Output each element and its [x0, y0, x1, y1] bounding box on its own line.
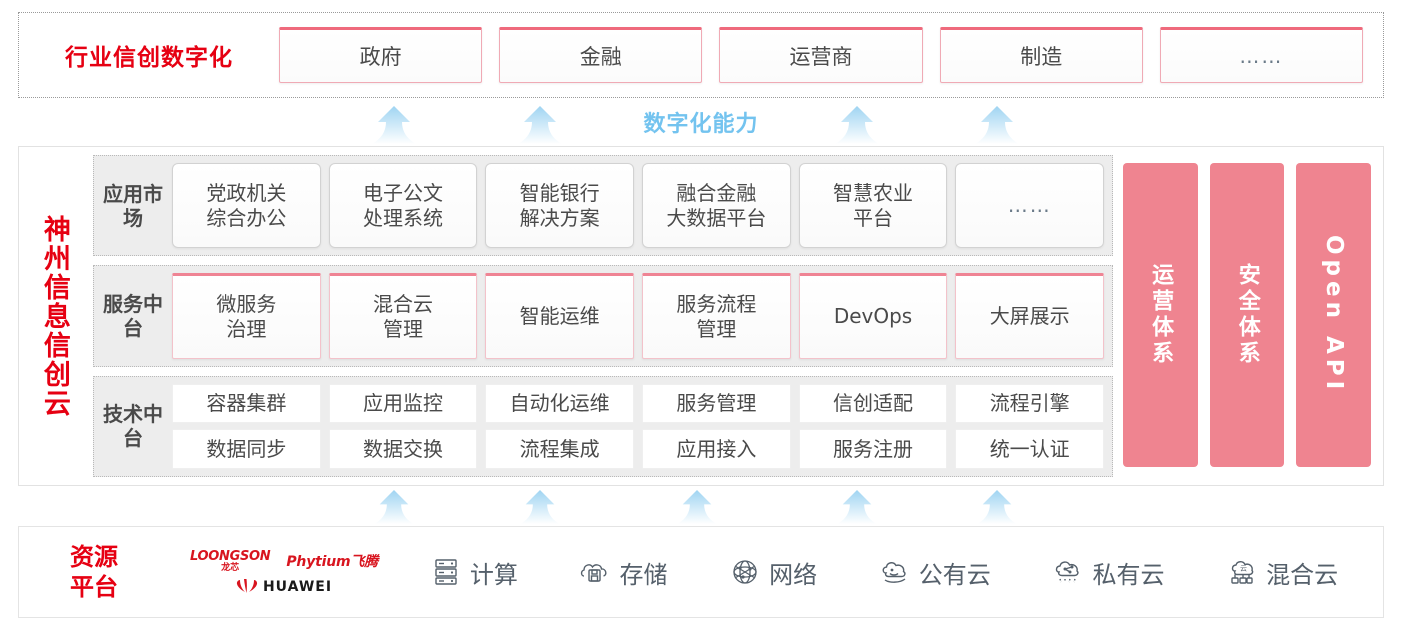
tech-card-service-mgmt[interactable]: 服务管理 [642, 383, 791, 424]
app-card-smart-agriculture[interactable]: 智慧农业平台 [798, 163, 948, 249]
loongson-logo-cn: 龙芯 [221, 562, 240, 573]
industry-card-telecom[interactable]: 运营商 [719, 27, 923, 83]
pillar-label-open-api: Open API [1321, 235, 1348, 395]
resource-platform-title: 资源平台 [70, 543, 118, 601]
resource-item-private-cloud[interactable]: 私有云 [1052, 555, 1164, 590]
resource-item-label: 公有云 [918, 560, 991, 589]
up-arrow-icon [975, 490, 1019, 524]
industry-card-more[interactable]: …… [1159, 27, 1364, 83]
huawei-flower-icon [236, 578, 258, 595]
platform-body: 应用市场 党政机关综合办公 电子公文处理系统 智能银行解决方案 融合金融大数据平… [89, 147, 1383, 485]
resource-item-label: 网络 [769, 560, 818, 589]
capability-label: 数字化能力 [643, 112, 759, 137]
up-arrow-icon [835, 490, 879, 524]
up-arrow-icon [372, 106, 416, 144]
huawei-logo: HUAWEI [236, 578, 333, 595]
layer-label-service-platform: 服务中台 [103, 291, 163, 340]
up-arrow-icon [518, 490, 562, 524]
tech-card-data-sync[interactable]: 数据同步 [172, 429, 321, 469]
tech-card-app-monitoring[interactable]: 应用监控 [328, 383, 478, 424]
layer-cards-tech-platform: 容器集群 应用监控 自动化运维 服务管理 信创适配 流程引擎 数据同步 数据交换… [172, 383, 1105, 469]
industry-card-list: 政府 金融 运营商 制造 …… [279, 27, 1383, 83]
layer-service-platform: 服务中台 微服务治理 混合云管理 智能运维 服务流程管理 DevOps 大屏展示 [93, 265, 1113, 367]
industry-card-finance[interactable]: 金融 [499, 27, 703, 83]
resource-item-label: 存储 [619, 560, 668, 589]
resource-uplink-band [0, 486, 1402, 526]
industry-band: 行业信创数字化 政府 金融 运营商 制造 …… [18, 12, 1384, 98]
app-card-more[interactable]: …… [955, 163, 1105, 249]
layer-tech-platform: 技术中台 容器集群 应用监控 自动化运维 服务管理 信创适配 流程引擎 数据同步 [93, 375, 1113, 477]
resource-item-label: 私有云 [1092, 560, 1165, 589]
resource-item-hybrid-cloud[interactable]: 云 混合云 [1226, 555, 1338, 590]
resource-item-label: 混合云 [1266, 560, 1339, 589]
up-arrow-icon [518, 106, 562, 144]
app-card-smart-bank[interactable]: 智能银行解决方案 [485, 163, 635, 249]
industry-card-government[interactable]: 政府 [279, 27, 483, 83]
tech-card-process-integration[interactable]: 流程集成 [485, 429, 635, 469]
tech-card-unified-auth[interactable]: 统一认证 [955, 429, 1105, 469]
pillar-label-operations: 运营体系 [1148, 263, 1174, 367]
vendor-row-top: LOONGSON 龙芯 Phytium飞腾 [190, 550, 378, 573]
loongson-logo: LOONGSON 龙芯 [190, 548, 271, 573]
up-arrow-icon [975, 106, 1019, 144]
resource-item-compute[interactable]: 计算 [430, 555, 518, 590]
huawei-logo-text: HUAWEI [262, 578, 333, 595]
storage-cloud-icon [579, 556, 611, 588]
resource-item-storage[interactable]: 存储 [579, 555, 667, 590]
resource-item-list: 计算 存储 [399, 555, 1383, 590]
pillar-label-security: 安全体系 [1234, 263, 1260, 367]
tech-card-automated-ops[interactable]: 自动化运维 [485, 383, 635, 424]
tech-card-app-access[interactable]: 应用接入 [642, 429, 791, 469]
layer-app-market: 应用市场 党政机关综合办公 电子公文处理系统 智能银行解决方案 融合金融大数据平… [93, 155, 1113, 257]
app-card-gov-office[interactable]: 党政机关综合办公 [172, 163, 321, 249]
public-cloud-icon [879, 556, 911, 588]
capability-band: 数字化能力 [0, 98, 1402, 144]
layer-stack: 应用市场 党政机关综合办公 电子公文处理系统 智能银行解决方案 融合金融大数据平… [93, 155, 1113, 477]
resource-item-network[interactable]: 网络 [729, 555, 817, 590]
pillar-security-system[interactable]: 安全体系 [1209, 163, 1285, 467]
phytium-logo: Phytium飞腾 [286, 554, 378, 570]
svc-card-hybrid-cloud-mgmt[interactable]: 混合云管理 [328, 273, 478, 359]
network-mesh-icon [729, 556, 761, 588]
app-card-fintech-bigdata[interactable]: 融合金融大数据平台 [642, 163, 791, 249]
tech-card-container-cluster[interactable]: 容器集群 [172, 383, 321, 424]
resource-item-label: 计算 [469, 560, 518, 589]
layer-label-app-market: 应用市场 [103, 181, 163, 230]
svc-card-devops[interactable]: DevOps [798, 273, 948, 359]
tech-card-row-2: 数据同步 数据交换 流程集成 应用接入 服务注册 统一认证 [172, 429, 1105, 469]
pillar-open-api[interactable]: Open API [1296, 163, 1372, 467]
svg-text:云: 云 [1240, 565, 1247, 573]
resource-platform-panel: 资源平台 LOONGSON 龙芯 Phytium飞腾 [18, 526, 1384, 618]
hybrid-cloud-icon: 云 [1226, 556, 1258, 588]
side-pillars: 运营体系 安全体系 Open API [1123, 155, 1373, 477]
loongson-logo-en: LOONGSON [190, 548, 271, 564]
tech-card-xinchuang-adaptation[interactable]: 信创适配 [798, 383, 948, 424]
vendor-logo-group: LOONGSON 龙芯 Phytium飞腾 [169, 550, 399, 595]
industry-band-title: 行业信创数字化 [65, 45, 233, 71]
platform-title: 神州信息信创云 [19, 147, 89, 485]
svc-card-service-process-mgmt[interactable]: 服务流程管理 [642, 273, 791, 359]
tech-card-row-1: 容器集群 应用监控 自动化运维 服务管理 信创适配 流程引擎 [172, 383, 1105, 424]
svc-card-smart-ops[interactable]: 智能运维 [485, 273, 635, 359]
pillar-operations-system[interactable]: 运营体系 [1123, 163, 1198, 467]
tech-card-service-registry[interactable]: 服务注册 [798, 429, 948, 469]
app-card-edoc-system[interactable]: 电子公文处理系统 [328, 163, 478, 249]
tech-card-data-exchange[interactable]: 数据交换 [328, 429, 478, 469]
layer-cards-app-market: 党政机关综合办公 电子公文处理系统 智能银行解决方案 融合金融大数据平台 智慧农… [172, 163, 1105, 249]
private-cloud-icon [1052, 556, 1084, 588]
vendor-row-bottom: HUAWEI [236, 578, 333, 595]
platform-panel: 神州信息信创云 应用市场 党政机关综合办公 电子公文处理系统 智能银行解决方案 … [18, 146, 1384, 486]
up-arrow-icon [835, 106, 879, 144]
svc-card-large-screen-display[interactable]: 大屏展示 [955, 273, 1105, 359]
svc-card-microservice-governance[interactable]: 微服务治理 [172, 273, 321, 359]
up-arrow-icon [372, 490, 416, 524]
resource-item-public-cloud[interactable]: 公有云 [879, 555, 991, 590]
tech-card-process-engine[interactable]: 流程引擎 [955, 383, 1105, 424]
platform-title-text: 神州信息信创云 [38, 214, 70, 418]
layer-label-tech-platform: 技术中台 [103, 402, 163, 451]
server-icon [430, 556, 462, 588]
layer-cards-service-platform: 微服务治理 混合云管理 智能运维 服务流程管理 DevOps 大屏展示 [172, 273, 1105, 359]
up-arrow-icon [675, 490, 719, 524]
industry-card-manufacturing[interactable]: 制造 [939, 27, 1143, 83]
